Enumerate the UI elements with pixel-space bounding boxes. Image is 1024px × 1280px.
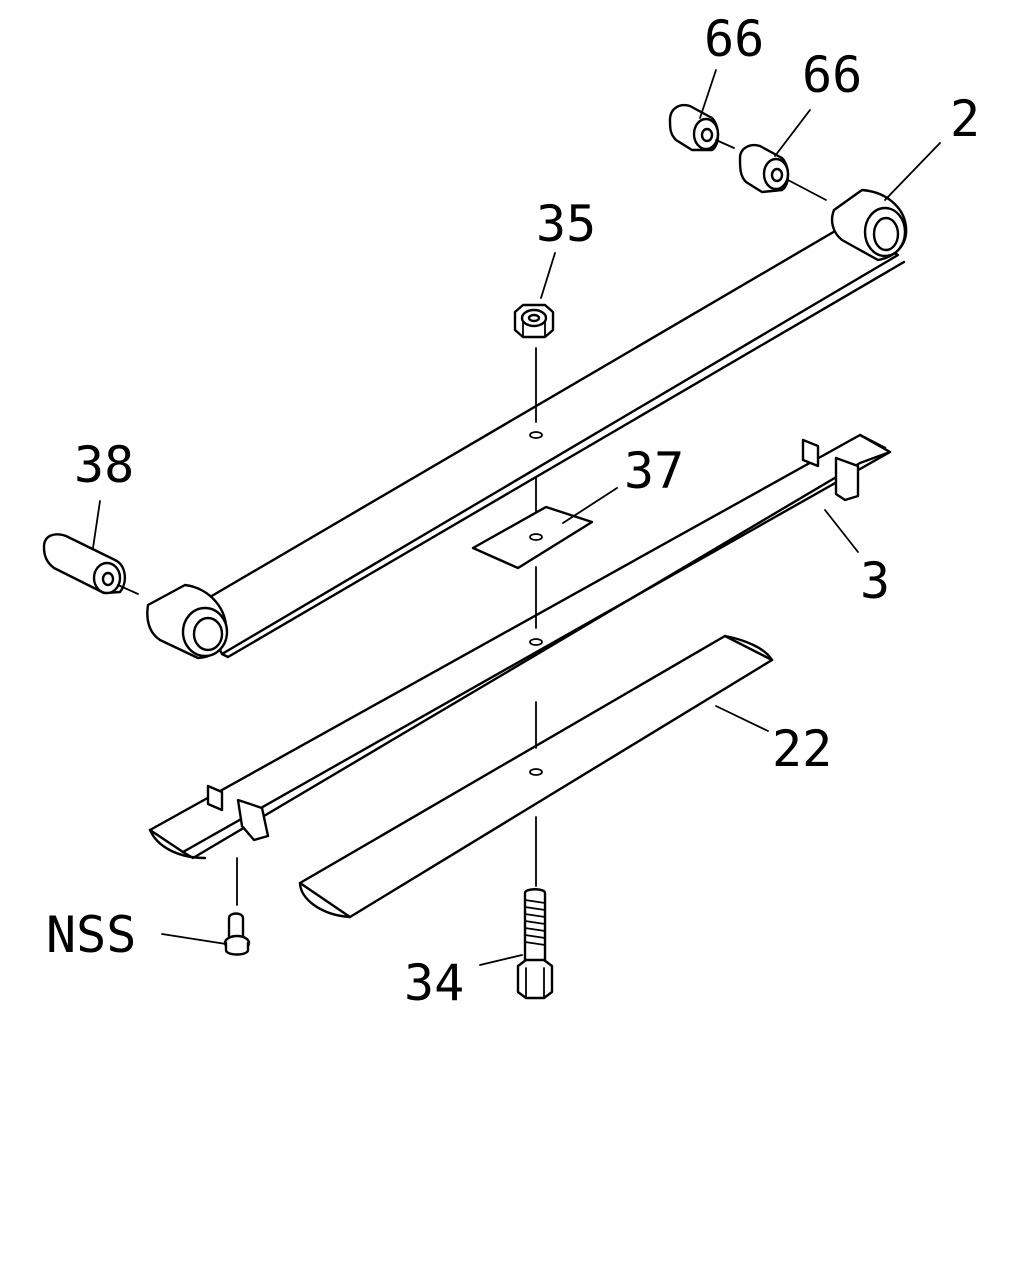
main-leaf-2 bbox=[146, 188, 908, 660]
callout-66-b: 66 bbox=[802, 46, 862, 104]
center-axis bbox=[236, 347, 537, 906]
bushing-66-upper bbox=[668, 104, 735, 152]
callout-35: 35 bbox=[536, 195, 596, 253]
callout-2: 2 bbox=[950, 90, 980, 148]
callout-22: 22 bbox=[772, 720, 832, 778]
center-bolt-34 bbox=[516, 888, 554, 1000]
bushing-38 bbox=[42, 533, 139, 595]
second-leaf-3 bbox=[148, 433, 892, 860]
pad-37 bbox=[471, 505, 594, 570]
callout-37: 37 bbox=[624, 442, 684, 500]
callout-34: 34 bbox=[404, 954, 464, 1012]
bushing-66-lower bbox=[738, 144, 827, 201]
leader-lines bbox=[92, 69, 941, 966]
rivet-nss bbox=[223, 912, 251, 956]
nut-35 bbox=[513, 303, 555, 339]
helper-leaf-22 bbox=[298, 634, 774, 919]
callout-38: 38 bbox=[74, 436, 134, 494]
callout-66-a: 66 bbox=[704, 10, 764, 68]
callout-nss: NSS bbox=[46, 906, 136, 964]
callout-3: 3 bbox=[860, 552, 890, 610]
